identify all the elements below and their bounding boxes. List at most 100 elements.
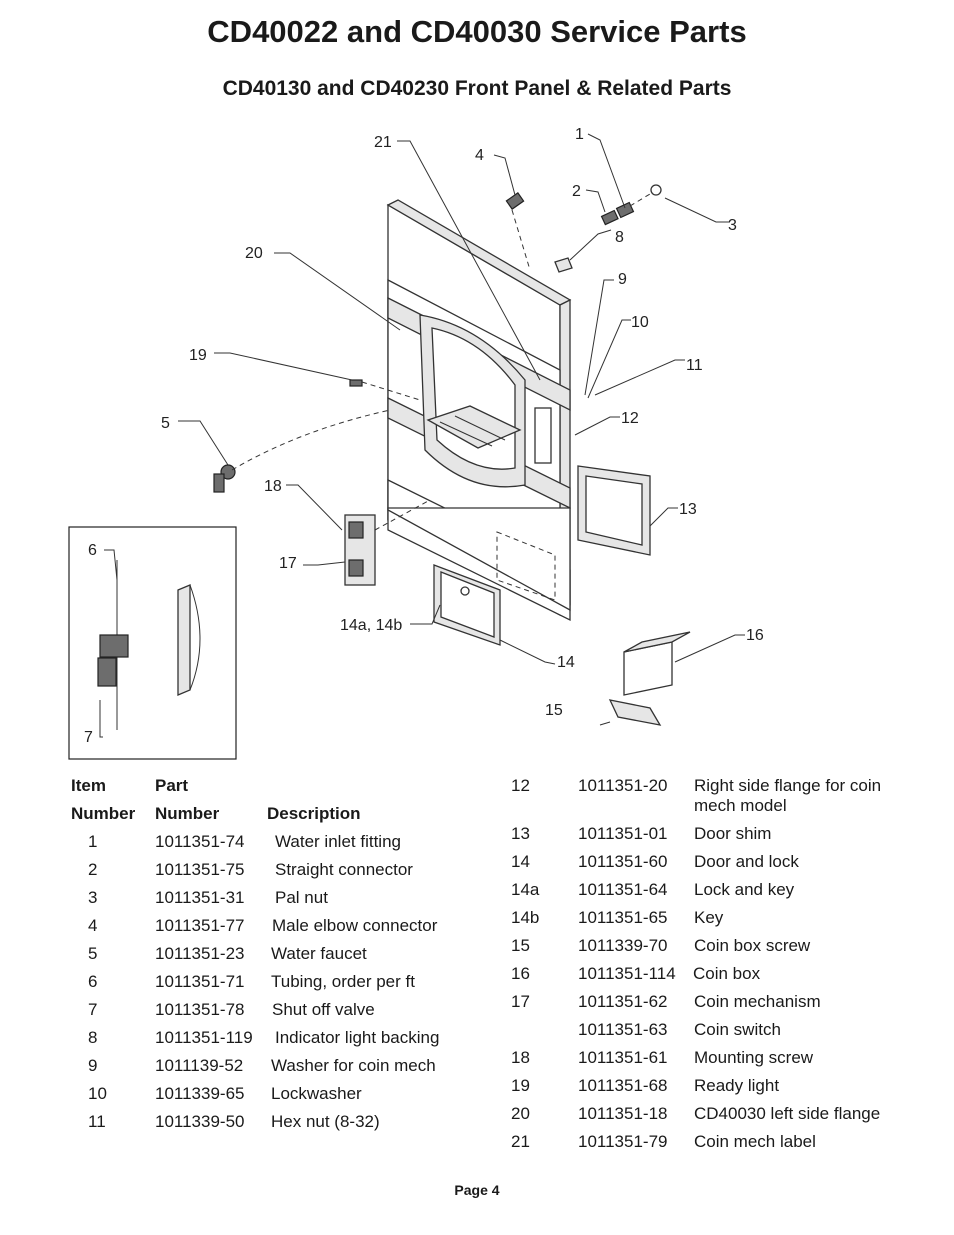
callout-6: 6 (88, 542, 97, 559)
callout-5: 5 (161, 415, 170, 432)
table-row: 8 1011351-119 Indicator light backing (70, 1024, 490, 1052)
coin-slot (534, 407, 552, 464)
callout-20: 20 (245, 245, 263, 262)
table-header-row-1: Item Part (70, 772, 490, 800)
callout-19: 19 (189, 347, 207, 364)
item-number: 13 (511, 824, 530, 843)
door-shim (577, 465, 651, 556)
header-number: Number (71, 804, 136, 823)
part-description: Mounting screw (694, 1048, 814, 1067)
item-number: 12 (511, 776, 530, 795)
header-description: Description (267, 804, 361, 823)
part-description: Straight connector (275, 860, 413, 879)
inlet-fittings (600, 184, 662, 226)
item-number: 5 (88, 944, 98, 963)
part-number: 1011351-78 (155, 1000, 245, 1019)
part-number: 1011351-01 (578, 824, 668, 843)
part-description: Indicator light backing (275, 1028, 440, 1047)
part-description: Ready light (694, 1076, 780, 1095)
part-number: 1011351-75 (155, 860, 245, 879)
part-number: 1011351-119 (155, 1028, 253, 1047)
page-number: Page 4 (454, 1182, 500, 1198)
callout-11: 11 (686, 357, 703, 374)
inset-valve-detail (68, 526, 237, 760)
coin-access-cutout (496, 531, 556, 601)
callout-7: 7 (84, 729, 93, 746)
part-number: 1011351-68 (578, 1076, 668, 1095)
callout-12: 12 (621, 410, 639, 427)
table-row: 15 1011339-70 Coin box screw (511, 932, 931, 960)
part-description: Door shim (694, 824, 772, 843)
coin-mechanism (344, 499, 431, 586)
part-description: Tubing, order per ft (271, 972, 415, 991)
part-description: Coin box (693, 964, 761, 983)
item-number: 4 (88, 916, 98, 935)
part-number: 1011351-23 (155, 944, 245, 963)
water-faucet (213, 409, 391, 493)
callout-14: 14 (557, 654, 575, 671)
item-number: 21 (511, 1132, 530, 1151)
part-description: Lockwasher (271, 1084, 362, 1103)
table-row: 13 1011351-01 Door shim (511, 820, 931, 848)
item-number: 16 (511, 964, 530, 983)
part-number: 1011351-18 (578, 1104, 668, 1123)
part-description: Hex nut (8-32) (271, 1112, 380, 1131)
table-row: 6 1011351-71 Tubing, order per ft (70, 968, 490, 996)
part-number: 1011351-64 (578, 880, 668, 899)
callout-21: 21 (374, 134, 392, 151)
item-number: 15 (511, 936, 530, 955)
part-number: 1011339-70 (578, 936, 668, 955)
part-number: 1011351-61 (578, 1048, 668, 1067)
part-number: 1011351-79 (578, 1132, 668, 1151)
header-part-number: Number (155, 804, 220, 823)
part-description: Pal nut (275, 888, 328, 907)
callout-18: 18 (264, 478, 282, 495)
part-number: 1011351-63 (578, 1020, 668, 1039)
part-number: 1011351-114 (578, 964, 676, 983)
callout-labels: 21 4 1 2 3 8 20 9 10 19 11 5 12 18 13 17… (84, 126, 764, 746)
table-header-row-2: Number Number Description (70, 800, 490, 828)
part-description: Shut off valve (272, 1000, 375, 1019)
part-number: 1011339-50 (155, 1112, 245, 1131)
part-description: Male elbow connector (272, 916, 438, 935)
part-number: 1011351-71 (155, 972, 245, 991)
item-number: 14a (511, 880, 540, 899)
table-row: 1011351-63 Coin switch (511, 1016, 931, 1044)
part-description: Coin switch (694, 1020, 781, 1039)
part-description: Coin box screw (694, 936, 811, 955)
elbow-connector (505, 192, 531, 271)
door-and-lock (433, 564, 501, 646)
part-number: 1011351-20 (578, 776, 668, 795)
item-number: 8 (88, 1028, 98, 1047)
part-description: Door and lock (694, 852, 799, 871)
part-number: 1011339-65 (155, 1084, 245, 1103)
part-description: Coin mechanism (694, 992, 821, 1011)
coin-box (623, 631, 691, 696)
item-number: 11 (88, 1112, 106, 1131)
item-number: 9 (88, 1056, 98, 1075)
item-number: 7 (88, 1000, 98, 1019)
item-number: 6 (88, 972, 98, 991)
indicator-light-backing (554, 257, 573, 273)
part-description: Coin mech label (694, 1132, 816, 1151)
item-number: 14 (511, 852, 530, 871)
callout-1: 1 (575, 126, 584, 143)
coin-box-bracket (599, 699, 662, 726)
page-title: CD40022 and CD40030 Service Parts (207, 14, 747, 49)
callout-10: 10 (631, 314, 649, 331)
part-description: Lock and key (694, 880, 795, 899)
door-frame (419, 314, 526, 488)
